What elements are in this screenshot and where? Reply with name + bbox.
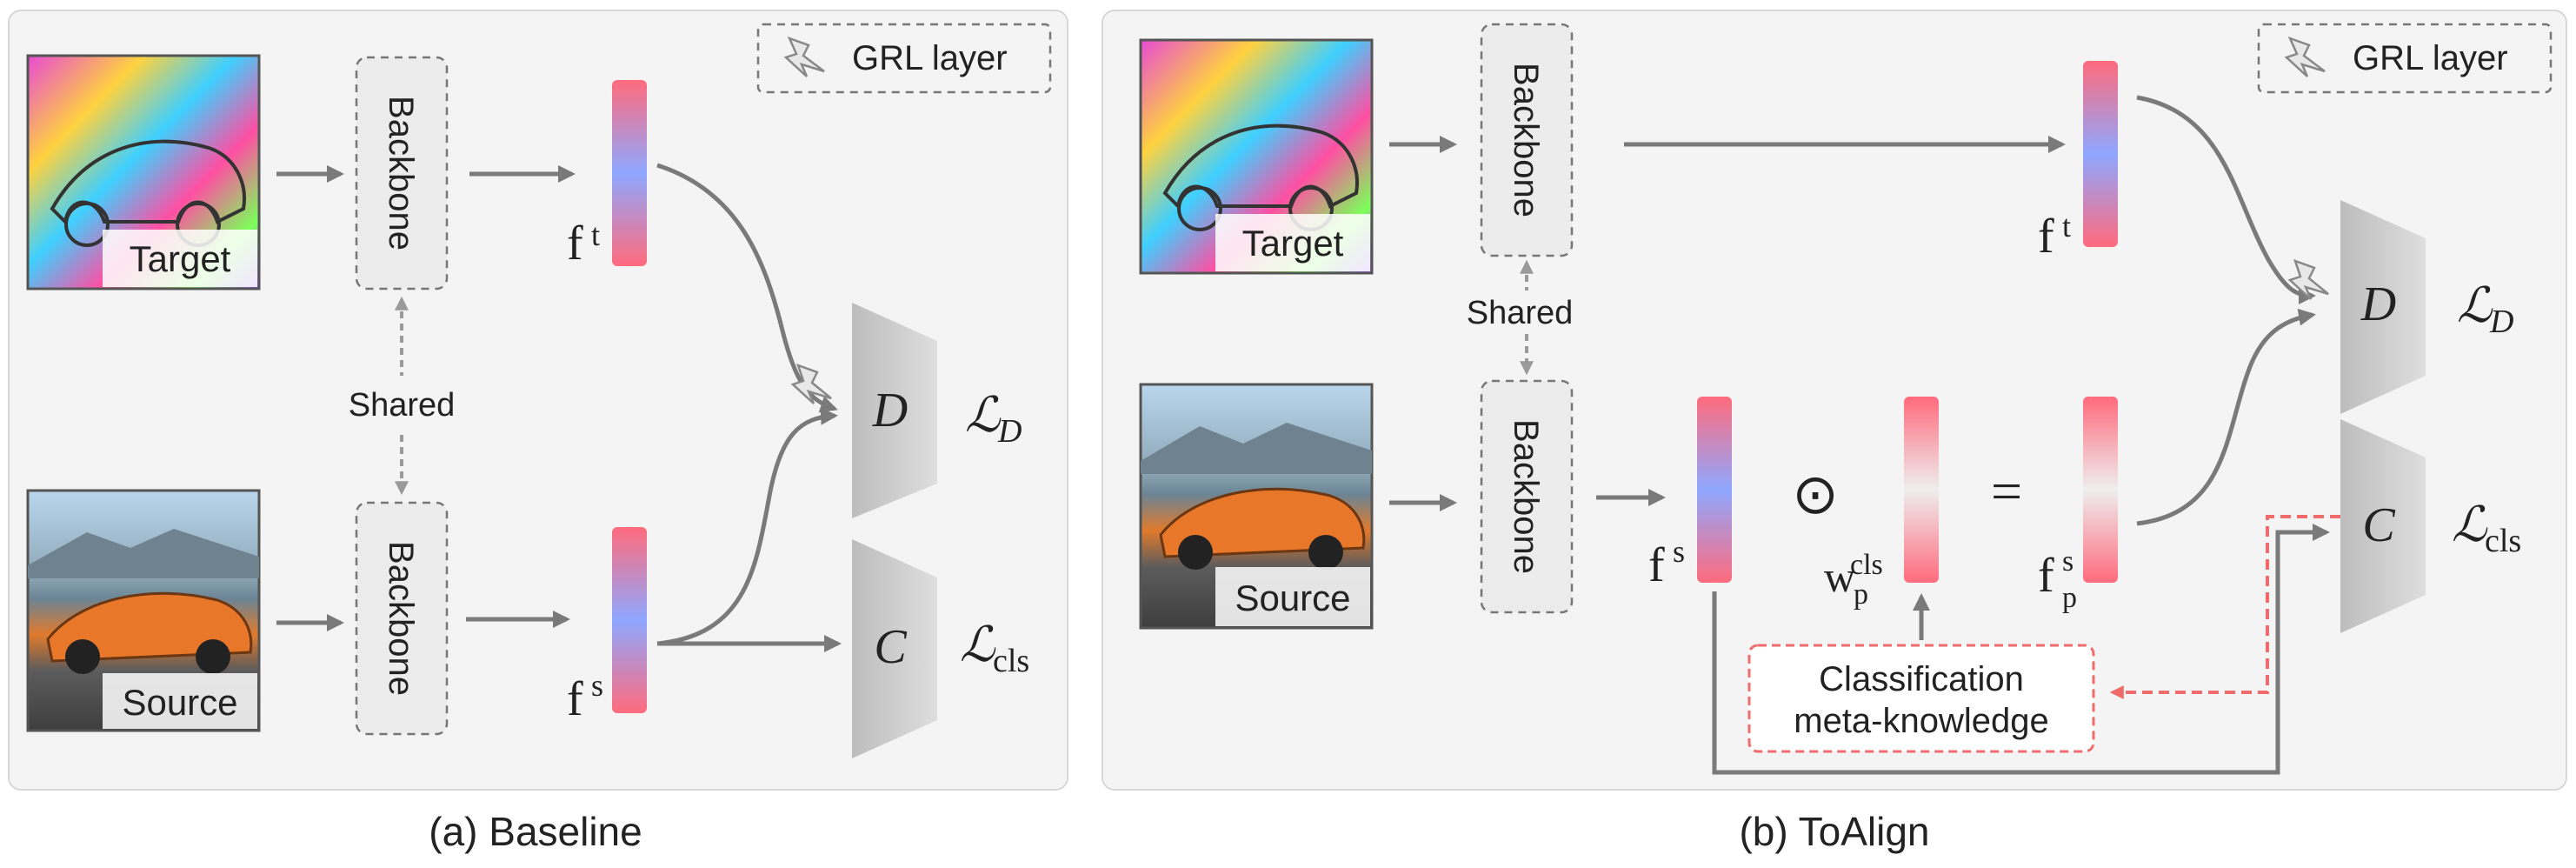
- loss-d-b: ℒ: [2457, 279, 2493, 333]
- loss-cls-sub-b: cls: [2485, 523, 2521, 559]
- fs-sup-b: s: [1673, 534, 1685, 569]
- meta-line2: meta-knowledge: [1794, 702, 2049, 740]
- lightning-icon: [790, 363, 832, 404]
- baseline-grl-legend: GRL layer: [756, 23, 1052, 94]
- cls-label: C: [874, 620, 907, 674]
- source-label-b: Source: [1235, 578, 1350, 618]
- backbone-bottom-label-b: Backbone: [1507, 419, 1545, 574]
- feature-ft-bar-b: [2083, 61, 2118, 247]
- source-image-b: Source: [1139, 383, 1374, 630]
- meta-knowledge-box: [1747, 644, 2095, 753]
- loss-cls: ℒ: [960, 618, 996, 672]
- arrow-fs-disc: [656, 407, 838, 646]
- cls-label-b: C: [2362, 498, 2395, 552]
- feature-fs-bar-b: [1697, 397, 1732, 583]
- discriminator-block: [852, 303, 937, 518]
- odot-operator: ⊙: [1792, 464, 1839, 525]
- backbone-top-label: Backbone: [382, 96, 420, 250]
- caption-baseline: (a) Baseline: [429, 809, 642, 854]
- lightning-icon: [783, 36, 825, 77]
- discriminator-block-b: [2340, 200, 2426, 414]
- caption-toalign: (b) ToAlign: [1739, 809, 1929, 854]
- ft-sup: t: [591, 217, 600, 252]
- classifier-block: [852, 539, 937, 758]
- fs-label: f: [567, 672, 583, 726]
- feature-fs-bar: [612, 527, 647, 713]
- w-sup: cls: [1850, 549, 1883, 581]
- fs-label-b: f: [1648, 538, 1665, 592]
- fp-sup: s: [2062, 545, 2073, 578]
- loss-cls-sub: cls: [993, 643, 1029, 679]
- ft-label: f: [567, 217, 583, 270]
- backbone-bottom-box: [355, 501, 449, 736]
- source-label: Source: [122, 682, 237, 723]
- source-image: Source: [26, 489, 261, 732]
- target-image: Target: [26, 54, 261, 290]
- disc-label-b: D: [2360, 277, 2396, 331]
- loss-d-sub-b: D: [2489, 304, 2513, 340]
- classifier-block-b: [2340, 419, 2426, 633]
- target-image-b: Target: [1139, 38, 1374, 275]
- lightning-icon: [2284, 36, 2326, 77]
- equals-operator: =: [1991, 460, 2022, 522]
- w-label: w: [1824, 552, 1855, 601]
- fs-sup: s: [591, 668, 603, 703]
- disc-label: D: [872, 384, 908, 437]
- feature-fp-bar: [2083, 397, 2118, 583]
- target-label: Target: [130, 238, 231, 279]
- loss-d-sub: D: [997, 413, 1022, 450]
- ft-label-b: f: [2038, 210, 2054, 264]
- feature-ft-bar: [612, 80, 647, 266]
- loss-d: ℒ: [965, 389, 1002, 443]
- arrow-fs-cls-b: [1712, 524, 2330, 775]
- toalign-grl-legend: GRL layer: [2257, 23, 2553, 94]
- meta-line1: Classification: [1819, 660, 2024, 698]
- backbone-top-box-b: [1480, 23, 1574, 257]
- shared-label-b: Shared: [1467, 295, 1574, 331]
- target-label-b: Target: [1242, 223, 1344, 264]
- weight-w-bar: [1904, 397, 1939, 583]
- toalign-panel: [1102, 10, 2567, 791]
- baseline-panel: [8, 10, 1068, 791]
- lightning-icon: [2287, 258, 2329, 300]
- ft-sup-b: t: [2062, 209, 2071, 244]
- red-feedback-arrow: [2109, 515, 2340, 699]
- grl-label: GRL layer: [852, 39, 1008, 77]
- loss-cls-b: ℒ: [2452, 498, 2488, 552]
- grl-label-b: GRL layer: [2353, 39, 2508, 77]
- fp-sub: p: [2062, 582, 2077, 614]
- fp-label: f: [2038, 549, 2054, 603]
- arrow-ft-disc-b: [2136, 95, 2316, 304]
- shared-label: Shared: [349, 387, 456, 424]
- backbone-bottom-label: Backbone: [382, 541, 420, 696]
- w-sub: p: [1854, 578, 1868, 611]
- backbone-top-box: [355, 56, 449, 290]
- backbone-top-label-b: Backbone: [1507, 63, 1545, 217]
- arrow-fp-disc-b: [2136, 308, 2316, 526]
- backbone-bottom-box-b: [1480, 379, 1574, 614]
